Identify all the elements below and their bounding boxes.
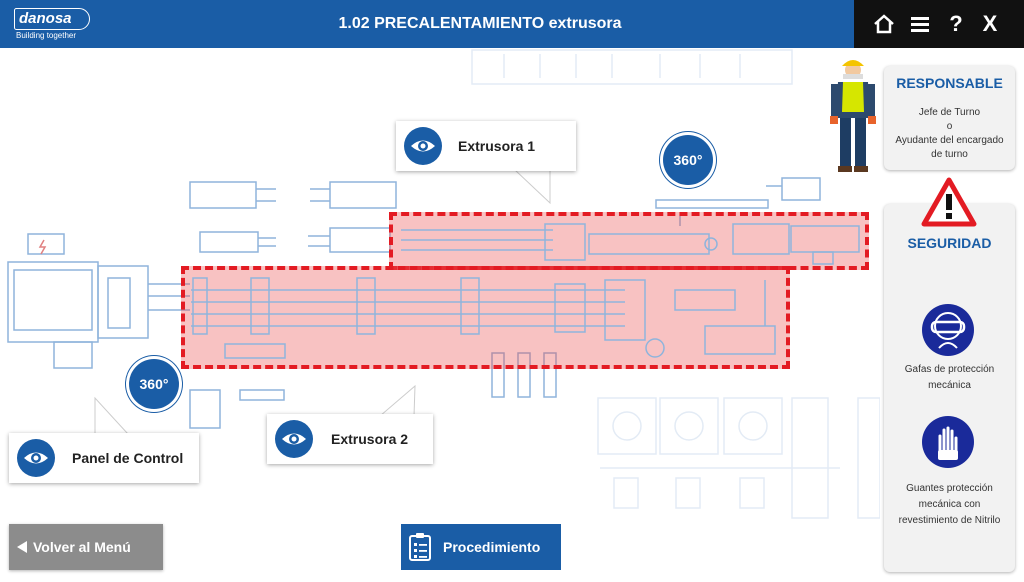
eye-icon bbox=[404, 127, 442, 165]
view-360-button-extrusora-1[interactable]: 360° bbox=[663, 135, 713, 185]
back-to-menu-button[interactable]: Volver al Menú bbox=[9, 524, 163, 570]
plant-schematic: Extrusora 1 Extrusora 2 Panel de Control… bbox=[0, 48, 880, 582]
eye-icon bbox=[275, 420, 313, 458]
home-button[interactable] bbox=[868, 8, 900, 40]
goggles-label-line-2: mecánica bbox=[928, 380, 971, 391]
safety-goggles-icon bbox=[922, 304, 974, 356]
responsable-line-4: de turno bbox=[931, 149, 968, 160]
gloves-label-line-3: revestimiento de Nitrilo bbox=[898, 515, 1001, 526]
hotspot-label: Extrusora 2 bbox=[331, 431, 409, 447]
app-header: danosa Building together 1.02 PRECALENTA… bbox=[0, 0, 1024, 48]
callout-pointers bbox=[94, 169, 551, 435]
gloves-label-line-1: Guantes protección bbox=[906, 483, 993, 494]
triangle-left-icon bbox=[17, 541, 27, 553]
goggles-label-line-1: Gafas de protección bbox=[904, 364, 995, 375]
view-360-label: 360° bbox=[673, 152, 703, 168]
responsable-line-3: Ayudante del encargado bbox=[895, 135, 1004, 146]
clipboard-icon bbox=[409, 533, 431, 561]
hotspot-label: Panel de Control bbox=[72, 450, 184, 466]
close-icon: X bbox=[982, 11, 998, 36]
safety-gloves-icon bbox=[922, 416, 974, 468]
hotspot-extrusora-1[interactable]: Extrusora 1 bbox=[396, 121, 576, 171]
hotspot-extrusora-2[interactable]: Extrusora 2 bbox=[267, 414, 433, 464]
responsable-line-2: o bbox=[946, 121, 953, 132]
extrusora-2-machine bbox=[191, 277, 776, 359]
danosa-logo: danosa Building together bbox=[14, 8, 94, 42]
procedure-button-label: Procedimiento bbox=[443, 539, 541, 555]
logo-wordmark: danosa bbox=[14, 8, 90, 30]
machine-blueprint bbox=[7, 49, 880, 519]
procedure-button[interactable]: Procedimiento bbox=[401, 524, 561, 570]
home-icon bbox=[874, 14, 894, 34]
back-button-label: Volver al Menú bbox=[33, 539, 131, 555]
seguridad-panel: SEGURIDAD Gafas de protección mecánica G… bbox=[884, 204, 1015, 572]
menu-icon bbox=[911, 17, 929, 32]
eye-icon bbox=[17, 439, 55, 477]
extrusora-1-machine bbox=[401, 223, 860, 265]
hotspot-label: Extrusora 1 bbox=[458, 138, 536, 154]
worker-figure-icon bbox=[830, 60, 876, 172]
hotspot-panel-de-control[interactable]: Panel de Control bbox=[9, 433, 199, 483]
close-button[interactable]: X bbox=[974, 8, 1006, 40]
seguridad-title: SEGURIDAD bbox=[907, 235, 992, 251]
page-title: 1.02 PRECALENTAMIENTO extrusora bbox=[338, 15, 622, 32]
responsable-title: RESPONSABLE bbox=[896, 75, 1003, 91]
header-toolbar: ? X bbox=[854, 0, 1024, 48]
warning-triangle-icon bbox=[921, 177, 977, 227]
help-icon: ? bbox=[949, 11, 963, 36]
responsable-panel: RESPONSABLE Jefe de Turno o Ayudante del… bbox=[884, 66, 1015, 170]
responsable-line-1: Jefe de Turno bbox=[918, 107, 981, 118]
help-button[interactable]: ? bbox=[940, 8, 972, 40]
extrusora-2-zone[interactable] bbox=[181, 266, 790, 369]
view-360-button-panel[interactable]: 360° bbox=[129, 359, 179, 409]
menu-button[interactable] bbox=[904, 8, 936, 40]
view-360-label: 360° bbox=[139, 376, 169, 392]
logo-tagline: Building together bbox=[16, 31, 77, 40]
gloves-label-line-2: mecánica con bbox=[918, 499, 981, 510]
